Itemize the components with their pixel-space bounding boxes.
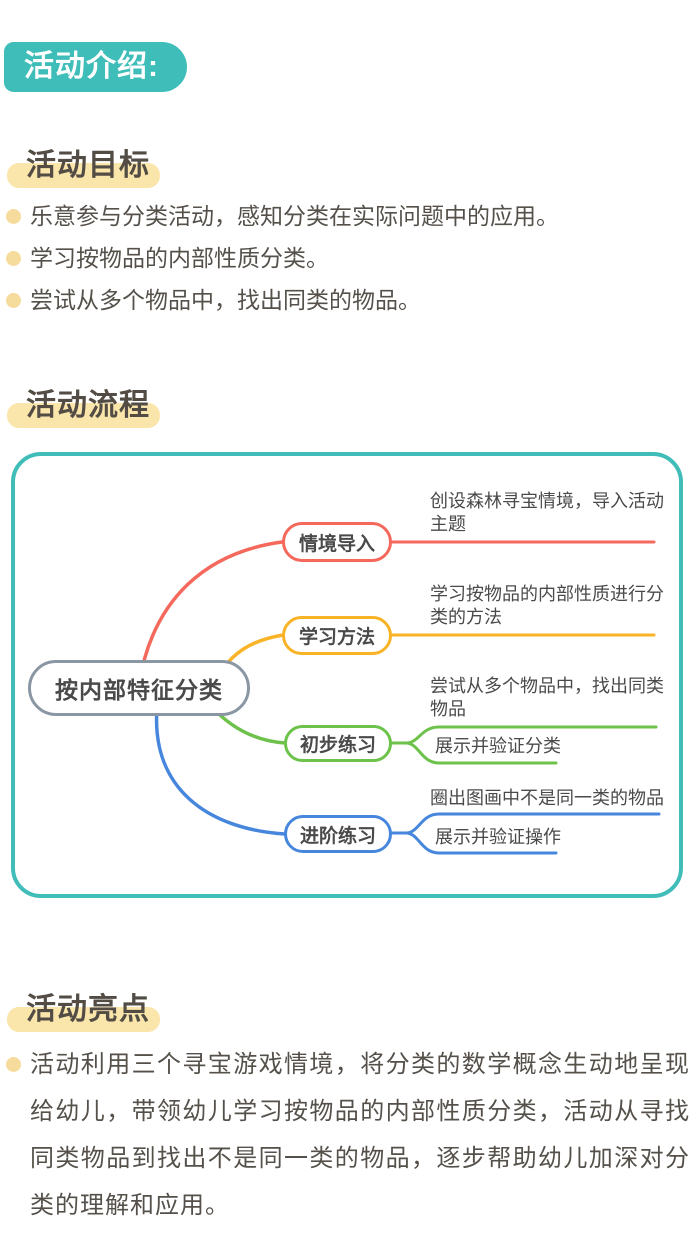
bullet-icon xyxy=(6,1057,21,1072)
section-heading-goals: 活动目标 xyxy=(7,140,286,188)
node-label: 初步练习 xyxy=(299,735,376,756)
heading-highlight xyxy=(7,403,160,428)
goal-text: 尝试从多个物品中，找出同类的物品。 xyxy=(30,287,421,313)
goals-heading-text: 活动目标 xyxy=(26,149,150,182)
heading-highlight xyxy=(7,163,160,188)
mindmap-node-qingjingdaoru: 情境导入 xyxy=(282,522,392,562)
page-title-badge: 活动介绍: xyxy=(4,42,187,92)
root-label: 按内部特征分类 xyxy=(55,677,223,703)
process-heading-text: 活动流程 xyxy=(26,389,150,422)
goals-list: 乐意参与分类活动，感知分类在实际问题中的应用。 学习按物品的内部性质分类。 尝试… xyxy=(6,201,559,327)
mindmap-node-jinjielianxi: 进阶练习 xyxy=(284,815,392,853)
mindmap-connectors xyxy=(137,540,661,855)
mindmap-leaf-text: 展示并验证操作 xyxy=(435,827,561,847)
mindmap-leaf-text: 展示并验证分类 xyxy=(435,736,561,756)
goal-text: 学习按物品的内部性质分类。 xyxy=(30,245,329,271)
bullet-icon xyxy=(6,209,21,224)
section-heading-process: 活动流程 xyxy=(7,380,286,428)
goal-text: 乐意参与分类活动，感知分类在实际问题中的应用。 xyxy=(30,203,559,229)
highlights-item: 活动利用三个寻宝游戏情境，将分类的数学概念生动地呈现给幼儿，带领幼儿学习按物品的… xyxy=(6,1041,690,1229)
section-heading-highlights: 活动亮点 xyxy=(7,984,286,1032)
highlights-paragraph: 活动利用三个寻宝游戏情境，将分类的数学概念生动地呈现给幼儿，带领幼儿学习按物品的… xyxy=(30,1051,690,1219)
list-item: 乐意参与分类活动，感知分类在实际问题中的应用。 xyxy=(6,201,559,231)
list-item: 学习按物品的内部性质分类。 xyxy=(6,243,559,273)
mindmap-node-xuexifangfa: 学习方法 xyxy=(282,616,392,655)
mindmap-frame: 按内部特征分类 情境导入 学习方法 初步练习 进阶练习 创设森林寻宝情境，导入活… xyxy=(11,452,683,898)
node-label: 进阶练习 xyxy=(299,825,376,847)
mindmap-leaf-text: 创设森林寻宝情境，导入活动主题 xyxy=(430,491,664,534)
node-label: 学习方法 xyxy=(298,627,375,648)
mindmap-leaf-text: 圈出图画中不是同一类的物品 xyxy=(430,788,664,808)
list-item: 尝试从多个物品中，找出同类的物品。 xyxy=(6,285,559,315)
highlights-heading-text: 活动亮点 xyxy=(26,993,150,1026)
node-label: 情境导入 xyxy=(298,533,375,555)
heading-highlight xyxy=(7,1007,160,1032)
mindmap-root-node: 按内部特征分类 xyxy=(28,660,250,716)
mindmap-leaf-text: 尝试从多个物品中，找出同类物品 xyxy=(430,676,664,719)
bullet-icon xyxy=(6,251,21,266)
bullet-icon xyxy=(6,293,21,308)
page-title: 活动介绍: xyxy=(24,50,159,83)
mindmap-leaf-text: 学习按物品的内部性质进行分类的方法 xyxy=(430,584,664,627)
mindmap-node-chubulianxi: 初步练习 xyxy=(284,725,392,762)
